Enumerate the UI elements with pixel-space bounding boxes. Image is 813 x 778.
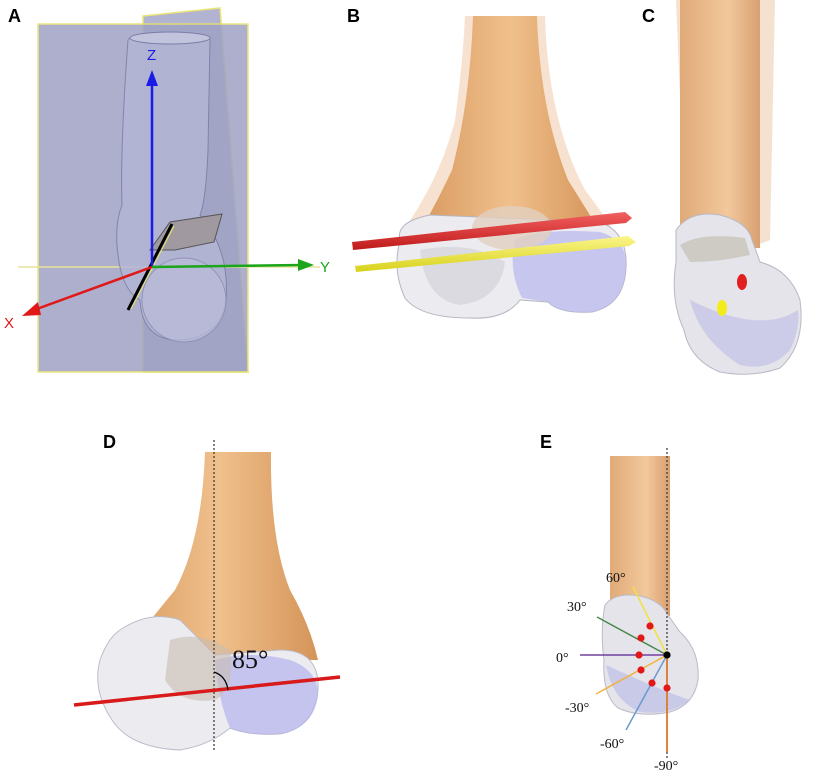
red-pin (352, 212, 632, 250)
pin-point-0 (635, 651, 643, 659)
capitulum-cartilage-lateral (690, 300, 799, 367)
epicondyle-shadow (680, 236, 750, 262)
humerus-shaft-lateral-e (610, 456, 670, 616)
panel-b (352, 16, 636, 319)
x-axis (33, 265, 153, 312)
coronoid-fossa (165, 636, 232, 701)
ray-minus60 (625, 654, 668, 731)
humerus-shaft-lateral (680, 0, 760, 248)
panel-d: 85° (73, 440, 341, 752)
y-axis (151, 263, 303, 269)
pin-point-minus30 (637, 666, 645, 674)
rotation-center (663, 651, 671, 659)
angle-label-minus30: -30° (565, 701, 589, 716)
angle-arc (213, 671, 229, 691)
ray-30 (596, 616, 668, 656)
panel-c (673, 0, 802, 375)
red-pin-end (737, 274, 747, 290)
y-axis-arrowhead (298, 259, 314, 271)
angle-label: 85° (232, 645, 268, 674)
panel-letter-b: B (347, 6, 360, 26)
panel-letter-e: E (540, 432, 553, 452)
panel-e: 60° 30° 0° -30° -60° -90° (556, 448, 699, 774)
angle-label-0: 0° (556, 651, 569, 666)
panel-letter-d: D (103, 432, 116, 452)
yellow-pin (355, 236, 636, 272)
y-axis-label: Y (320, 259, 330, 276)
panel-letter-a: A (8, 6, 21, 26)
capitulum-outline (141, 257, 227, 343)
x-axis-arrowhead (22, 302, 41, 316)
angle-label-minus60: -60° (600, 737, 624, 752)
pin-point-60 (646, 622, 654, 630)
ray-minus30 (595, 654, 668, 695)
cutting-plane (149, 213, 223, 251)
angle-label-60: 60° (606, 571, 626, 586)
panel-a: Z Y X (4, 7, 330, 373)
shaft-top-cut (129, 31, 211, 45)
z-axis-label: Z (147, 47, 156, 64)
panel-letter-c: C (642, 6, 655, 26)
ray-60 (632, 586, 668, 656)
angle-label-30: 30° (567, 600, 587, 615)
pin-point-30 (637, 634, 645, 642)
transepicondylar-axis-line (73, 675, 341, 707)
angle-label-minus90: -90° (654, 759, 678, 774)
capitulum-cartilage-anterior (215, 655, 318, 735)
humerus-shaft (420, 16, 600, 232)
yellow-pin-end (717, 300, 727, 316)
x-axis-label: X (4, 315, 14, 332)
pin-point-minus60 (648, 679, 656, 687)
z-axis-arrowhead (146, 70, 158, 86)
pin-point-minus90 (663, 684, 671, 692)
humerus-shaft-anterior (120, 452, 318, 660)
